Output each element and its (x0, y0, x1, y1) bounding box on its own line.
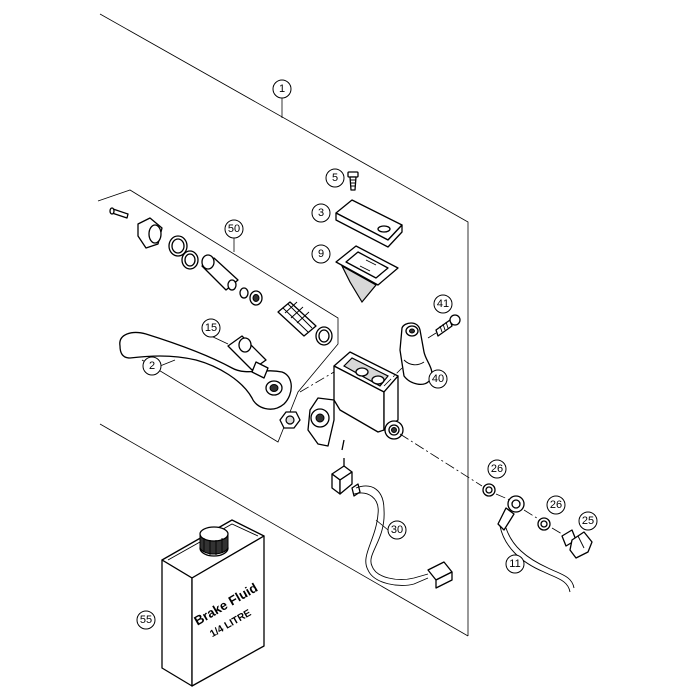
leader-lines (159, 237, 389, 531)
svg-text:25: 25 (582, 515, 594, 527)
svg-text:9: 9 (318, 248, 324, 260)
callout-11: 11 (505, 554, 525, 574)
subassembly-50-bracket (97, 189, 339, 443)
pivot-nut (279, 411, 301, 429)
handlebar-clamp (399, 322, 433, 386)
svg-text:1: 1 (279, 83, 285, 95)
banjo-bolt (561, 529, 593, 559)
reservoir-cover (335, 199, 403, 248)
brake-lever (119, 331, 292, 410)
clamp-bolt (435, 314, 461, 337)
callout-1: 1 (272, 79, 292, 99)
svg-text:40: 40 (432, 373, 444, 385)
callout-5: 5 (325, 168, 345, 188)
master-cylinder-body (307, 351, 404, 447)
brake-hose (497, 495, 575, 593)
svg-text:50: 50 (228, 223, 240, 235)
reservoir-diaphragm (335, 245, 399, 304)
callout-50: 50 (224, 219, 244, 239)
callout-30: 30 (387, 520, 407, 540)
callout-2: 2 (142, 356, 162, 376)
brake-light-switch (331, 439, 453, 589)
adjuster-pushrod (227, 335, 269, 379)
alignment-lines (299, 332, 563, 535)
callout-15: 15 (201, 318, 221, 338)
callout-9: 9 (311, 244, 331, 264)
svg-text:5: 5 (332, 172, 338, 184)
assembly-frame (99, 13, 469, 637)
svg-text:3: 3 (318, 207, 324, 219)
callout-3: 3 (311, 203, 331, 223)
callout-40: 40 (428, 369, 448, 389)
callout-55: 55 (136, 610, 156, 630)
cover-screw (347, 171, 359, 191)
washer-lower-hole (540, 520, 548, 528)
svg-text:41: 41 (437, 298, 449, 310)
svg-text:26: 26 (491, 463, 503, 475)
brake-fluid-bottle: Brake Fluid 1/4 LITRE (161, 519, 265, 687)
svg-text:30: 30 (391, 524, 403, 536)
svg-text:11: 11 (509, 558, 520, 570)
callout-41: 41 (433, 294, 453, 314)
svg-text:55: 55 (140, 614, 152, 626)
washer-upper-hole (485, 486, 493, 494)
callout-26-upper: 26 (487, 459, 507, 479)
piston-kit (109, 207, 333, 346)
svg-text:15: 15 (205, 322, 217, 334)
svg-text:26: 26 (550, 499, 562, 511)
callout-26-lower: 26 (546, 495, 566, 515)
svg-text:2: 2 (149, 360, 155, 372)
callout-25: 25 (578, 511, 598, 531)
